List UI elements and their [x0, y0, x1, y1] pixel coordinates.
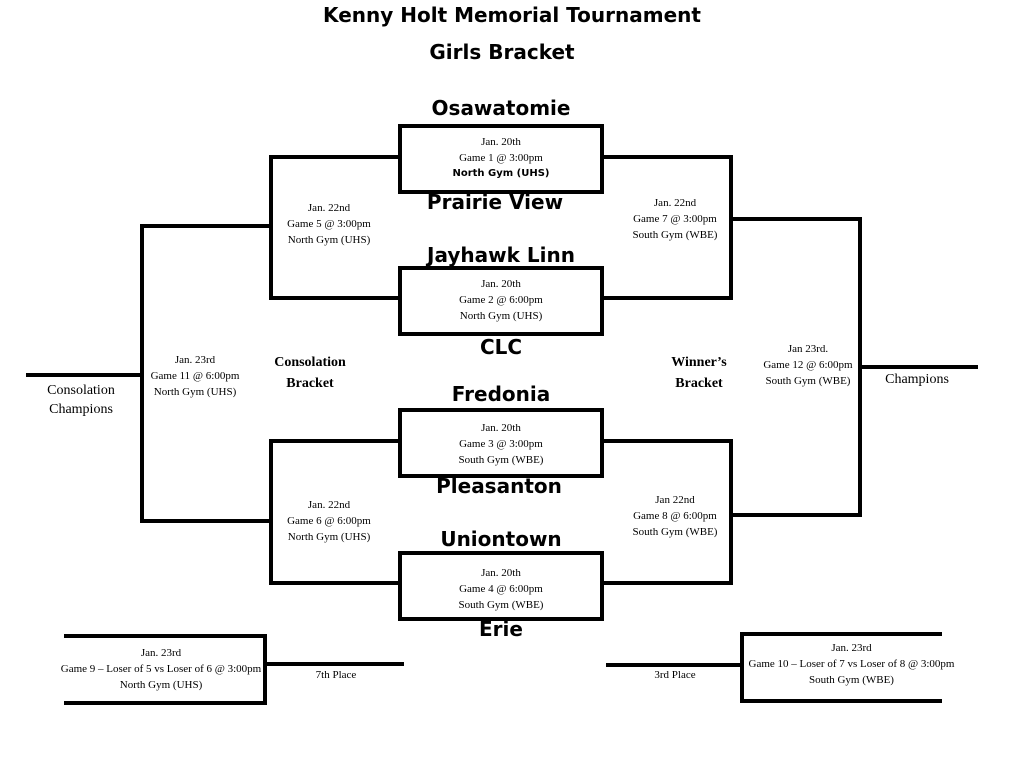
winners-bracket-label: Winner’s Bracket — [654, 352, 744, 394]
game-date: Jan. 20th — [481, 278, 521, 290]
game2-info: Jan. 20th Game 2 @ 6:00pm North Gym (UHS… — [402, 276, 600, 324]
seventh-place-label: 7th Place — [315, 669, 357, 681]
bracket-subtitle: Girls Bracket — [429, 40, 575, 64]
game5-info: Jan. 22nd Game 5 @ 3:00pm North Gym (UHS… — [273, 200, 385, 248]
game-date: Jan. 20th — [481, 567, 521, 579]
game6-info: Jan. 22nd Game 6 @ 6:00pm North Gym (UHS… — [273, 497, 385, 545]
game-date: Jan 22nd — [655, 494, 695, 506]
game8-info: Jan 22nd Game 8 @ 6:00pm South Gym (WBE) — [615, 492, 735, 540]
game-date: Jan. 23rd — [140, 647, 182, 659]
game-time: Game 3 @ 3:00pm — [459, 438, 543, 450]
game7-info: Jan. 22nd Game 7 @ 3:00pm South Gym (WBE… — [615, 195, 735, 243]
game-venue: North Gym (UHS) — [452, 168, 550, 179]
consolation-bracket-label: Consolation Bracket — [255, 352, 365, 394]
game-venue: South Gym (WBE) — [458, 454, 544, 466]
consolation-champions-label: Consolation Champions — [36, 381, 126, 419]
game-time: Game 9 – Loser of 5 vs Loser of 6 @ 3:00… — [60, 663, 262, 675]
game10-bracket-line — [740, 632, 942, 703]
label-line: Bracket — [675, 376, 723, 391]
game-time: Game 4 @ 6:00pm — [459, 583, 543, 595]
game-date: Jan. 22nd — [307, 202, 351, 214]
game-venue: South Gym (WBE) — [632, 526, 718, 538]
game1-info: Jan. 20th Game 1 @ 3:00pm North Gym (UHS… — [402, 134, 600, 182]
game-venue: North Gym (UHS) — [119, 679, 203, 691]
team-name: Osawatomie — [431, 96, 571, 120]
game6-bracket-line — [269, 439, 402, 585]
game-time: Game 6 @ 6:00pm — [287, 515, 371, 527]
game-venue: South Gym (WBE) — [809, 674, 894, 686]
game12-info: Jan 23rd. Game 12 @ 6:00pm South Gym (WB… — [752, 341, 864, 389]
game-venue: North Gym (UHS) — [459, 310, 543, 322]
label-line: Consolation — [47, 383, 115, 398]
game-time: Game 2 @ 6:00pm — [459, 294, 543, 306]
game-date: Jan 23rd. — [787, 343, 829, 355]
game-venue: South Gym (WBE) — [458, 599, 544, 611]
game-date: Jan. 22nd — [307, 499, 351, 511]
label-line: Champions — [49, 402, 113, 417]
team-name: Prairie View — [426, 190, 564, 214]
game-time: Game 8 @ 6:00pm — [633, 510, 717, 522]
label-line: Winner’s — [671, 355, 727, 370]
game7-bracket-line — [600, 155, 733, 300]
game8-bracket-line — [600, 439, 733, 585]
game-time: Game 7 @ 3:00pm — [633, 213, 717, 225]
game4-box — [398, 551, 604, 621]
game-venue: South Gym (WBE) — [765, 375, 851, 387]
game-time: Game 11 @ 6:00pm — [150, 370, 240, 382]
label-line: Bracket — [286, 376, 334, 391]
team-name: Uniontown — [440, 527, 562, 551]
game-venue: North Gym (UHS) — [153, 386, 237, 398]
game-time: Game 12 @ 6:00pm — [763, 359, 853, 371]
game-venue: North Gym (UHS) — [287, 234, 371, 246]
third-place-label: 3rd Place — [654, 669, 696, 681]
game11-info: Jan. 23rd Game 11 @ 6:00pm North Gym (UH… — [144, 352, 246, 400]
game-venue: North Gym (UHS) — [287, 531, 371, 543]
game-date: Jan. 23rd — [174, 354, 216, 366]
game-time: Game 1 @ 3:00pm — [459, 152, 543, 164]
game3-info: Jan. 20th Game 3 @ 3:00pm South Gym (WBE… — [402, 420, 600, 468]
game-date: Jan. 22nd — [653, 197, 697, 209]
team-name: Fredonia — [451, 382, 551, 406]
game-date: Jan. 20th — [481, 422, 521, 434]
team-name: Pleasanton — [436, 474, 562, 498]
game10-info: Jan. 23rd Game 10 – Loser of 7 vs Loser … — [739, 640, 964, 688]
champions-label: Champions — [885, 372, 949, 387]
game-date: Jan. 23rd — [831, 642, 872, 654]
game9-bracket-line — [64, 634, 267, 705]
game9-info: Jan. 23rd Game 9 – Loser of 5 vs Loser o… — [50, 645, 272, 693]
tournament-title: Kenny Holt Memorial Tournament — [323, 3, 701, 27]
team-name: Jayhawk Linn — [427, 243, 575, 267]
team-name: Erie — [479, 617, 523, 641]
team-name: CLC — [479, 335, 523, 359]
game-date: Jan. 20th — [481, 136, 521, 148]
game-time: Game 10 – Loser of 7 vs Loser of 8 @ 3:0… — [748, 658, 955, 670]
game2-box — [398, 266, 604, 336]
game-venue: South Gym (WBE) — [632, 229, 718, 241]
game-time: Game 5 @ 3:00pm — [287, 218, 371, 230]
game4-info: Jan. 20th Game 4 @ 6:00pm South Gym (WBE… — [402, 565, 600, 613]
label-line: Consolation — [274, 355, 346, 370]
